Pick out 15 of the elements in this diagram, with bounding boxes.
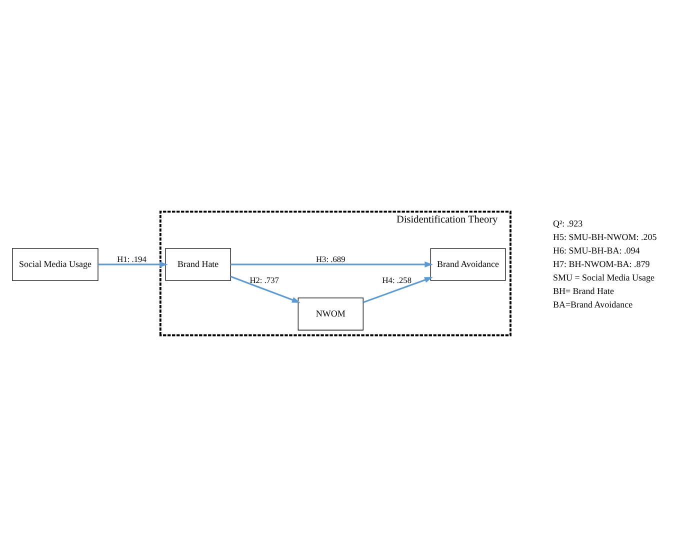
label: H5: SMU-BH-NWOM: .205 [552, 232, 657, 242]
arrow [230, 262, 434, 268]
arrow [98, 262, 168, 268]
node-box: Brand Avoidance [430, 248, 506, 281]
label: SMU = Social Media Usage [552, 272, 655, 283]
label: BA=Brand Avoidance [552, 300, 633, 310]
arrow [230, 276, 300, 303]
arrow [362, 277, 433, 304]
node-box: Social Media Usage [12, 248, 98, 281]
label: BH= Brand Hate [552, 286, 614, 296]
node-box: NWOM [298, 298, 364, 330]
label: Q²: .923 [552, 218, 583, 229]
label: H6: SMU-BH-BA: .094 [552, 246, 640, 256]
label: H7: BH-NWOM-BA: .879 [552, 259, 650, 270]
node-box: Brand Hate [165, 248, 231, 281]
